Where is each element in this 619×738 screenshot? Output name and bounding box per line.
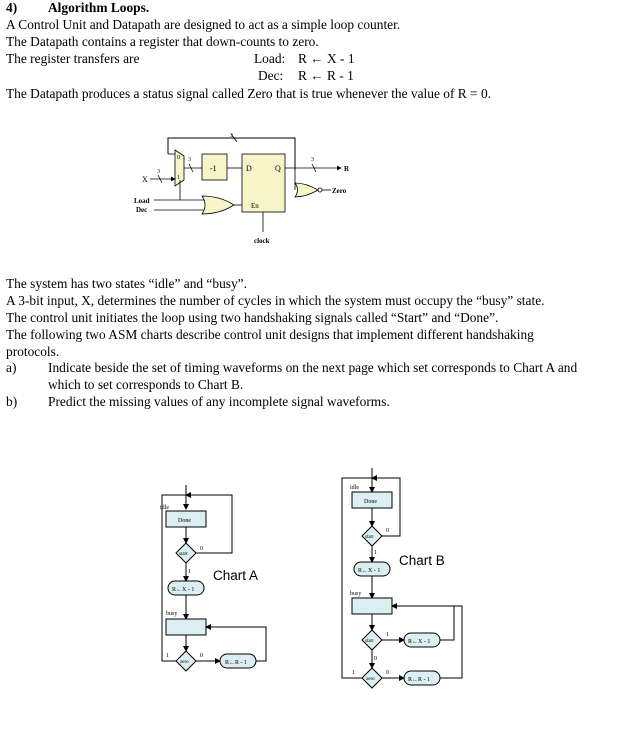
output-r-label: R	[344, 165, 350, 173]
x-width-label: 3	[157, 169, 160, 175]
chart-a-zero-decision	[175, 650, 197, 672]
part-b-label: b)	[6, 394, 18, 409]
question-number: 4)	[6, 0, 18, 15]
intro-line: A Control Unit and Datapath are designed…	[6, 17, 401, 32]
dec-signal-label: Dec	[136, 206, 147, 214]
chart-a-yes-label: 1	[188, 569, 191, 575]
transfer-load-name: Load:	[254, 51, 286, 66]
chart-b-start-label-2: start	[365, 639, 374, 644]
part-a-line: Indicate beside the set of timing wavefo…	[48, 360, 578, 375]
datapath-diagram: 3 0 1 X 3 3 -1 D Q En 3 R Zero Load Dec …	[134, 133, 350, 245]
subtract-block	[201, 153, 228, 181]
chart-a-no-label: 0	[200, 546, 203, 552]
body-line: The system has two states “idle” and “bu…	[6, 276, 247, 291]
chart-b-title: Chart B	[399, 553, 445, 568]
body-line: protocols.	[6, 344, 60, 359]
chart-a-title: Chart A	[213, 568, 259, 583]
chart-b-no-label-3: 0	[386, 670, 389, 676]
chart-b-busy-state	[351, 597, 393, 615]
body-line: The following two ASM charts describe co…	[6, 327, 534, 342]
chart-a-start-label: start	[179, 552, 188, 557]
chart-b-zero-label: zero	[366, 677, 375, 682]
part-a-line: which to set corresponds to Chart B.	[48, 377, 244, 392]
body-line: A 3-bit input, X, determines the number …	[6, 293, 545, 308]
chart-b-start-label: start	[365, 535, 374, 540]
part-b-line: Predict the missing values of any incomp…	[48, 394, 390, 409]
part-a-label: a)	[6, 360, 17, 375]
chart-a-load-text: R←X - 1	[172, 587, 194, 593]
clock-label: clock	[254, 237, 270, 245]
chart-b-yes-label-3: 1	[352, 670, 355, 676]
enable-or-gate	[201, 195, 235, 215]
asm-chart-b: idle Done start 0 1 R←X - 1 busy start 1…	[341, 468, 463, 689]
chart-b-load-text: R←X - 1	[358, 568, 380, 574]
chart-a-busy-state	[165, 618, 207, 636]
chart-a-idle-label: idle	[160, 505, 169, 511]
chart-b-zero-decision	[361, 667, 383, 689]
intro-line: The Datapath contains a register that do…	[6, 34, 319, 49]
feedback-width-label: 3	[230, 133, 233, 139]
zero-description: The Datapath produces a status signal ca…	[6, 86, 491, 101]
chart-b-load-text-2: R←X - 1	[408, 639, 430, 645]
chart-a-busy-label: busy	[166, 611, 177, 617]
chart-b-yes-label: 1	[374, 550, 377, 556]
intro-line: The register transfers are	[6, 51, 140, 66]
transfer-dec-name: Dec:	[258, 68, 284, 83]
zero-output-label: Zero	[332, 187, 347, 195]
transfer-dec-expr: R ← R - 1	[298, 68, 354, 83]
register-en: En	[251, 202, 259, 210]
chart-b-idle-label: idle	[350, 485, 359, 491]
question-title: Algorithm Loops.	[48, 0, 150, 15]
chart-b-done-output: Done	[364, 499, 377, 505]
chart-b-yes-label-2: 1	[386, 632, 389, 638]
zero-nor-gate	[294, 182, 319, 198]
chart-b-no-label: 0	[386, 528, 389, 534]
chart-a-dec-text: R←R - 1	[225, 660, 247, 666]
chart-a-yes-label-2: 1	[166, 653, 169, 659]
asm-chart-a: idle Done start 0 1 R←X - 1 busy zero 0 …	[160, 485, 267, 672]
register-d: D	[246, 164, 252, 173]
mux-width-label: 3	[188, 157, 191, 163]
q-width-label: 3	[311, 157, 314, 163]
load-signal-label: Load	[134, 197, 150, 205]
mux-input-0: 0	[177, 155, 180, 161]
x-input-label: X	[142, 175, 148, 184]
chart-b-dec-text: R←R - 1	[408, 677, 430, 683]
chart-b-no-label-2: 0	[374, 656, 377, 662]
register-q: Q	[275, 164, 281, 173]
body-line: The control unit initiates the loop usin…	[6, 310, 499, 325]
chart-b-busy-label: busy	[350, 591, 361, 597]
chart-a-done-output: Done	[178, 518, 191, 524]
subtract-label: -1	[210, 164, 217, 173]
transfer-load-expr: R ← X - 1	[298, 51, 355, 66]
mux-input-1: 1	[177, 175, 180, 181]
register-block	[241, 153, 286, 213]
chart-a-zero-label: zero	[180, 660, 189, 665]
chart-a-no-label-2: 0	[200, 653, 203, 659]
mux-shape	[174, 149, 185, 187]
